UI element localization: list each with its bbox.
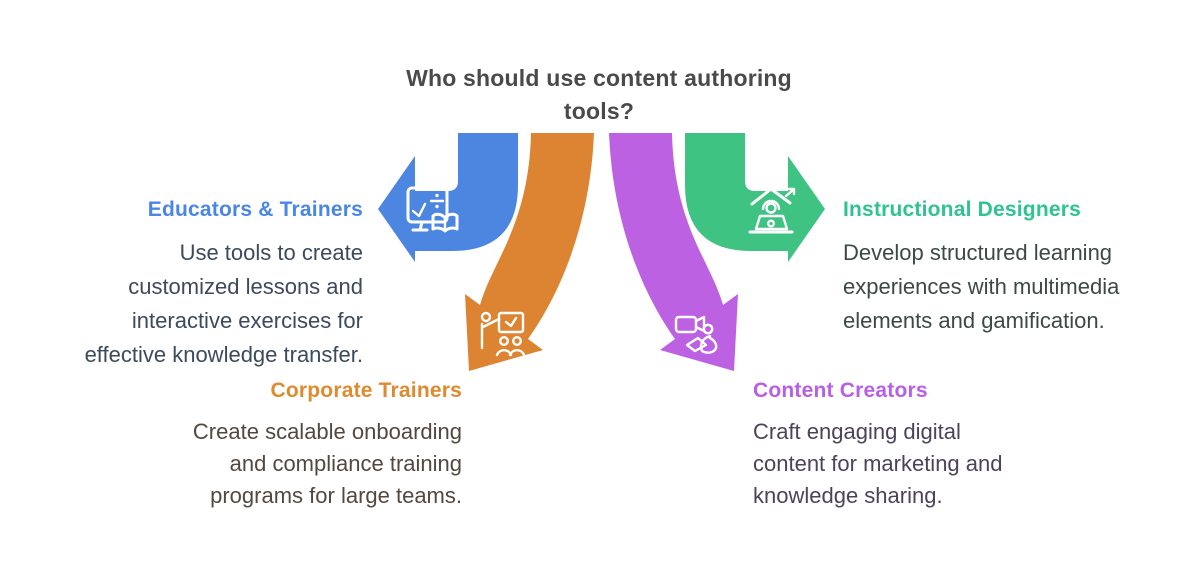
- content-arrow: [609, 133, 738, 371]
- corporate-arrow: [465, 133, 594, 371]
- content-description: Craft engaging digital content for marke…: [753, 419, 1003, 508]
- presenter-audience-icon: [480, 311, 526, 357]
- section-corporate-trainers: Corporate Trainers Create scalable onboa…: [100, 378, 462, 512]
- instructional-description: Develop structured learning experiences …: [843, 240, 1120, 333]
- corporate-heading: Corporate Trainers: [270, 379, 462, 402]
- instructional-heading: Instructional Designers: [843, 198, 1081, 221]
- section-instructional-designers: Instructional Designers Develop structur…: [843, 197, 1183, 338]
- section-educators-trainers: Educators & Trainers Use tools to create…: [20, 197, 363, 372]
- section-content-creators: Content Creators Craft engaging digital …: [753, 378, 1093, 512]
- content-heading: Content Creators: [753, 379, 928, 402]
- educators-heading: Educators & Trainers: [147, 198, 363, 221]
- corporate-description: Create scalable onboarding and complianc…: [192, 419, 462, 508]
- page-title: Who should use content authoring tools?: [406, 65, 792, 124]
- home-learning-laptop-icon: [748, 187, 796, 234]
- video-camera-person-icon: [674, 315, 718, 354]
- monitor-math-book-icon: [406, 186, 459, 233]
- instructional-arrow: [685, 133, 825, 262]
- educators-description: Use tools to create customized lessons a…: [84, 240, 363, 367]
